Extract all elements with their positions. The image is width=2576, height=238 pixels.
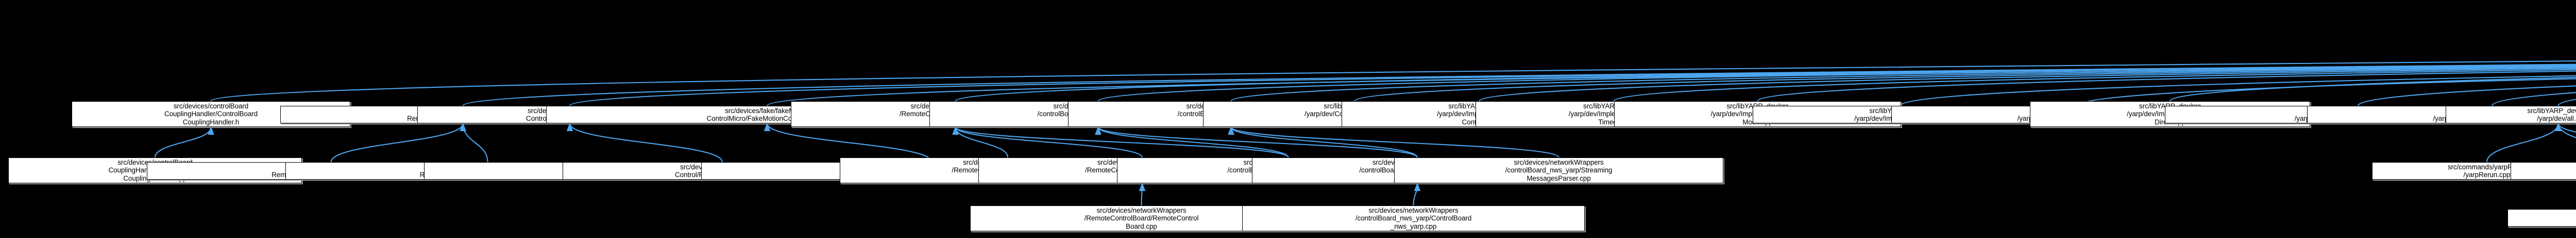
dependency-edge — [1413, 182, 1421, 206]
dependency-edge — [766, 65, 2576, 106]
dependency-edge — [2555, 122, 2576, 138]
node-label: src/devices/networkWrappers /RemoteContr… — [1084, 206, 1199, 230]
dependency-edge — [1900, 75, 2576, 106]
dependency-edge — [2486, 122, 2562, 163]
graph-node[interactable]: src/devices/networkWrappers /controlBoar… — [1242, 205, 1585, 231]
dependency-edge — [952, 126, 1009, 158]
dependency-edge — [1757, 70, 2576, 102]
dependency-edge — [210, 60, 2576, 102]
dependency-edge — [2555, 122, 2576, 133]
dependency-edge — [952, 126, 1289, 158]
dependency-edge — [460, 122, 488, 163]
dependency-edge — [569, 64, 2576, 106]
dependency-edge — [952, 126, 1143, 158]
dependency-edge — [764, 122, 933, 163]
dependency-edge — [1095, 126, 1289, 158]
graph-node[interactable]: src/libYARP_dev/src /yarp/dev/all.h — [2446, 106, 2576, 123]
dependency-edge — [1097, 65, 2576, 102]
dependency-edge — [2077, 78, 2576, 106]
dependency-edge — [566, 122, 723, 163]
dependency-edge — [955, 64, 2576, 102]
dependency-edge — [2169, 76, 2576, 102]
dependency-edge — [1613, 69, 2576, 102]
dependency-edge — [154, 126, 214, 158]
node-label: src/devices/fake/fakeAnalog Sensor/FakeA… — [2513, 163, 2576, 179]
dependency-edge — [1228, 126, 1418, 158]
dependency-edge — [2557, 99, 2576, 106]
dependency-edge — [1095, 126, 1418, 158]
node-label: src/libYARP_dev/src /yarp/dev/all.h — [2527, 106, 2576, 123]
dependency-edge — [1230, 66, 2576, 102]
node-label: src/commands/yarpRerun /yarpRerun.cpp — [2447, 163, 2527, 179]
node-label: src/devices/networkWrappers /controlBoar… — [1355, 206, 1472, 230]
node-label: src/devices/networkWrappers /controlBoar… — [1505, 158, 1613, 182]
dependency-edge — [1228, 126, 1560, 158]
dependency-edge — [2491, 92, 2576, 106]
node-label: src/devices/fake/fakeAnalog Sensor/FakeA… — [2510, 210, 2576, 226]
dependency-edge — [1479, 68, 2576, 102]
graph-node[interactable]: src/devices/fake/fakeAnalog Sensor/FakeA… — [2511, 162, 2576, 180]
node-label: src/devices/controlBoard CouplingHandler… — [164, 102, 258, 126]
dependency-edge — [2357, 85, 2576, 106]
graph-node[interactable]: src/devices/networkWrappers /controlBoar… — [1394, 157, 1723, 183]
dependency-edge — [1139, 182, 1146, 206]
dependency-edge — [330, 122, 466, 163]
graph-node[interactable]: src/devices/fake/fakeAnalog Sensor/FakeA… — [2507, 209, 2576, 227]
dependency-edge — [1354, 67, 2576, 102]
dependency-edge — [462, 64, 2576, 106]
